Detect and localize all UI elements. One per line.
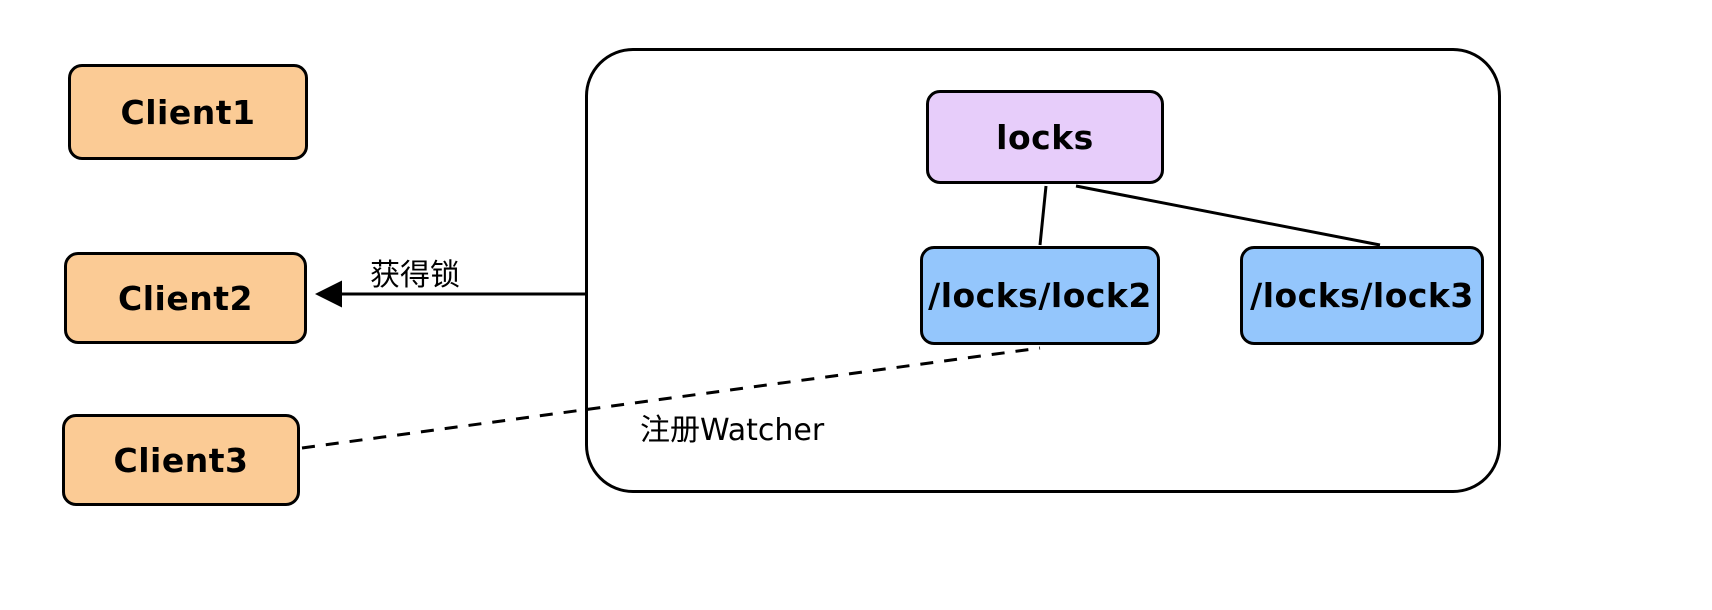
- locks-lock3-label: /locks/lock3: [1250, 276, 1474, 315]
- client1-label: Client1: [120, 92, 256, 132]
- edge-label-register-watcher: 注册Watcher: [640, 413, 825, 448]
- client-node-client3[interactable]: Client3: [62, 414, 300, 506]
- zookeeper-ensemble-container: [585, 48, 1501, 493]
- znode-locks-root[interactable]: locks: [926, 90, 1164, 184]
- client3-label: Client3: [113, 440, 249, 480]
- locks-root-label: locks: [996, 117, 1094, 157]
- locks-lock2-label: /locks/lock2: [928, 276, 1152, 315]
- edge-label-acquire-lock: 获得锁: [370, 258, 460, 293]
- znode-locks-lock3[interactable]: /locks/lock3: [1240, 246, 1484, 345]
- client2-label: Client2: [118, 278, 253, 318]
- znode-locks-lock2[interactable]: /locks/lock2: [920, 246, 1160, 345]
- client-node-client2[interactable]: Client2: [64, 252, 307, 344]
- client-node-client1[interactable]: Client1: [68, 64, 308, 160]
